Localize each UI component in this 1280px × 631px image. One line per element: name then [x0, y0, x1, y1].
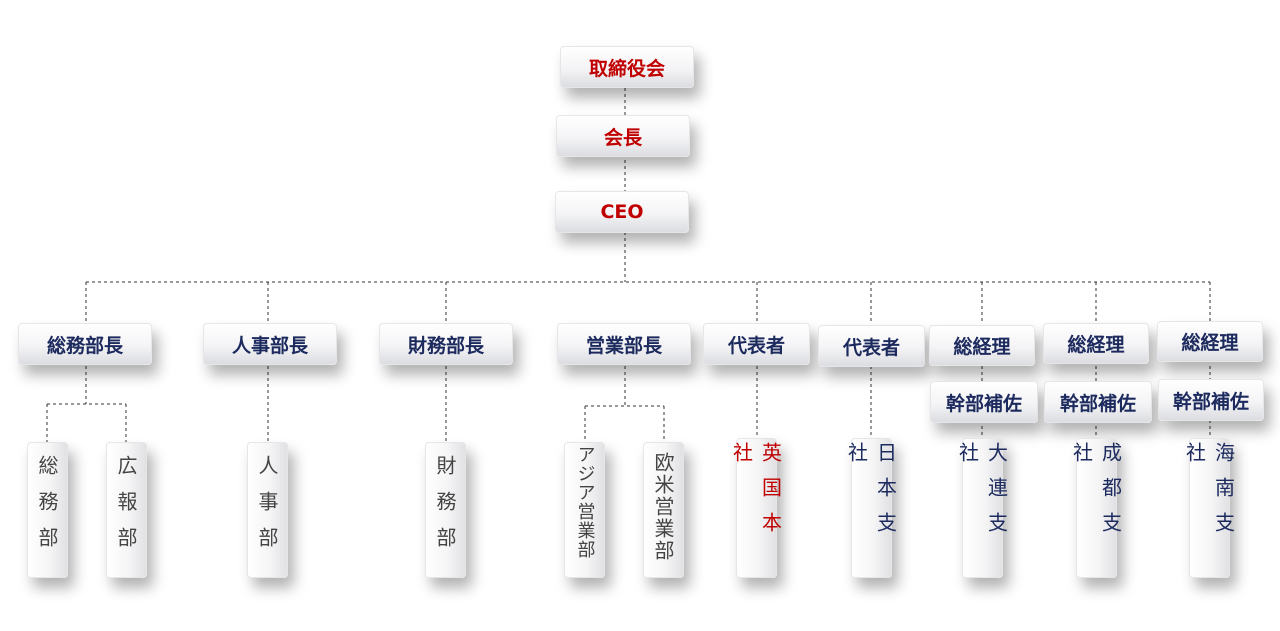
general-manager-box-2: 総経理 [1043, 323, 1149, 364]
general-manager-box-3: 総経理 [1157, 321, 1263, 362]
chairman-label: 会長 [603, 126, 642, 149]
executive-assistant-label-1: 幹部補佐 [945, 392, 1022, 415]
unit-pr-label: 広報部 [114, 455, 138, 563]
executive-assistant-box-3: 幹部補佐 [1158, 379, 1264, 421]
executive-assistant-box-2: 幹部補佐 [1044, 381, 1152, 423]
unit-hr-label: 人事部 [255, 455, 279, 563]
unit-finance-label: 財務部 [433, 455, 457, 563]
representative-label-2: 代表者 [842, 336, 900, 359]
unit-chengdu-branch: 成都支社 [1070, 438, 1123, 578]
sales-head-label: 営業部長 [585, 334, 662, 357]
unit-euro-us-sales: 欧米営業部 [643, 442, 684, 578]
ceo-box: CEO [555, 191, 689, 233]
unit-general-affairs: 総務部 [27, 442, 68, 578]
executive-assistant-box-1: 幹部補佐 [930, 381, 1038, 423]
executive-assistant-label-3: 幹部補佐 [1172, 390, 1249, 413]
unit-uk-hq-label: 英国本社 [729, 442, 783, 547]
representative-label-1: 代表者 [727, 334, 785, 357]
unit-asia-sales: アジア営業部 [564, 442, 605, 578]
executive-assistant-label-2: 幹部補佐 [1059, 392, 1136, 415]
unit-chengdu-branch-label: 成都支社 [1069, 442, 1123, 547]
general-manager-label-3: 総経理 [1181, 332, 1239, 354]
board-of-directors-box: 取締役会 [560, 46, 694, 88]
representative-box-1: 代表者 [703, 323, 810, 365]
unit-japan-branch-label: 日本支社 [844, 442, 898, 547]
unit-hainan-branch: 海南支社 [1183, 438, 1236, 578]
ceo-label: CEO [600, 201, 644, 223]
sales-head-box: 営業部長 [557, 323, 691, 365]
unit-pr: 広報部 [106, 442, 147, 578]
finance-head-label: 財務部長 [407, 334, 484, 357]
general-affairs-head-label: 総務部長 [46, 334, 123, 357]
hr-head-label: 人事部長 [231, 334, 308, 357]
unit-hr: 人事部 [247, 442, 288, 578]
unit-euro-us-sales-label: 欧米営業部 [651, 452, 675, 562]
general-manager-label-2: 総経理 [1067, 334, 1125, 356]
general-affairs-head-box: 総務部長 [18, 323, 152, 365]
unit-finance: 財務部 [425, 442, 466, 578]
unit-japan-branch: 日本支社 [845, 438, 898, 578]
unit-general-affairs-label: 総務部 [35, 455, 59, 563]
hr-head-box: 人事部長 [203, 323, 337, 365]
board-label: 取締役会 [588, 57, 665, 80]
unit-dalian-branch: 大連支社 [956, 438, 1009, 578]
general-manager-box-1: 総経理 [929, 325, 1035, 366]
general-manager-label-1: 総経理 [953, 336, 1011, 358]
finance-head-box: 財務部長 [379, 323, 513, 365]
unit-hainan-branch-label: 海南支社 [1182, 442, 1236, 547]
chairman-box: 会長 [556, 115, 690, 157]
unit-asia-sales-label: アジア営業部 [574, 445, 596, 559]
representative-box-2: 代表者 [818, 325, 925, 367]
unit-dalian-branch-label: 大連支社 [955, 442, 1009, 547]
unit-uk-hq: 英国本社 [730, 438, 783, 578]
